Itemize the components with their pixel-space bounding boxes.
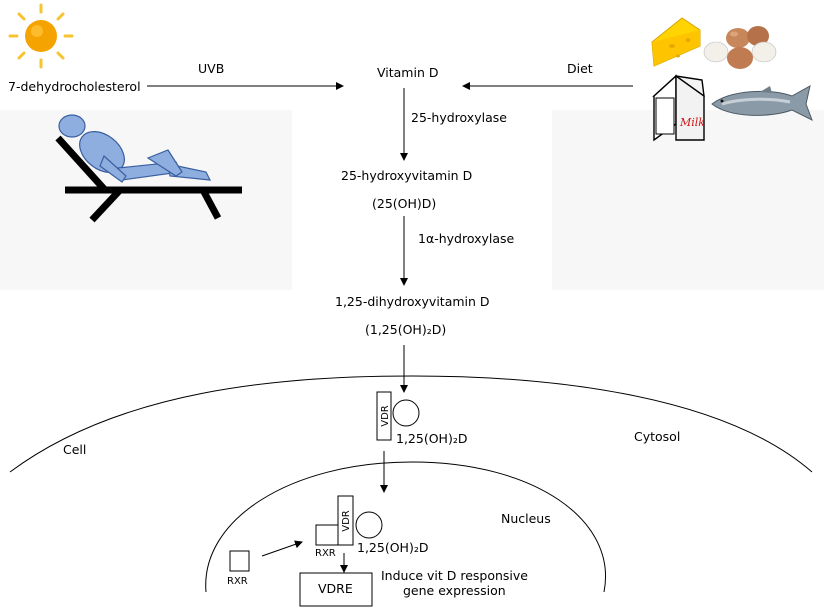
rxr-recruitment-arrow (261, 540, 303, 557)
milk-carton-label: Milk (679, 116, 705, 129)
rxr-label-free: RXR (227, 576, 248, 587)
nucleus-label: Nucleus (501, 511, 551, 526)
vdr-label-nuclear: VDR (341, 510, 352, 532)
diet-label: Diet (567, 61, 593, 76)
metabolite-25ohd-abbr: (25(OH)D) (372, 196, 436, 211)
cell-membrane (9, 375, 813, 473)
cytosolic-vdr-complex: VDR 1,25(OH)₂D (376, 391, 467, 446)
metabolite-125ohd-abbr: (1,25(OH)₂D) (365, 322, 446, 337)
metabolite-125ohd-name: 1,25-dihydroxyvitamin D (335, 294, 490, 309)
ligand-circle-nuclear (355, 511, 383, 539)
enzyme-25-hydroxylase-label: 25-hydroxylase (411, 110, 507, 125)
ligand-label-nuclear: 1,25(OH)₂D (357, 540, 428, 555)
cell-label: Cell (63, 442, 86, 457)
uvb-label: UVB (198, 61, 224, 76)
free-rxr-box (229, 550, 250, 572)
cheese-icon (651, 17, 701, 67)
ligand-label: 1,25(OH)₂D (396, 431, 467, 446)
ligand-circle (392, 399, 420, 427)
gene-expression-line-1: Induce vit D responsive (381, 568, 528, 583)
rxr-label-bound: RXR (315, 548, 336, 559)
vdre-box (299, 572, 373, 607)
milk-carton-icon: Milk (652, 74, 705, 142)
gene-expression-line-2: gene expression (403, 583, 506, 598)
sun-icon (8, 3, 74, 69)
eggs-icon (703, 26, 777, 69)
rxr-box (315, 524, 339, 546)
nuclear-vdr-rxr-complex: RXR VDR 1,25(OH)₂D (315, 495, 428, 559)
precursor-label: 7-dehydrocholesterol (8, 79, 141, 94)
nuclear-membrane (205, 461, 606, 593)
lounger-photo-background (0, 110, 292, 290)
vdr-receptor-box (376, 391, 392, 441)
enzyme-1alpha-hydroxylase-label: 1α-hydroxylase (418, 231, 515, 246)
fish-icon (711, 85, 813, 122)
vdr-label: VDR (380, 405, 391, 427)
metabolite-25ohd-name: 25-hydroxyvitamin D (341, 168, 472, 183)
vdr-receptor-box-nuclear (337, 495, 354, 546)
vdre-label: VDRE (318, 581, 353, 596)
person-on-lounger-icon (55, 114, 242, 223)
cytosol-label: Cytosol (634, 429, 680, 444)
vitamin-d-label: Vitamin D (377, 65, 438, 80)
